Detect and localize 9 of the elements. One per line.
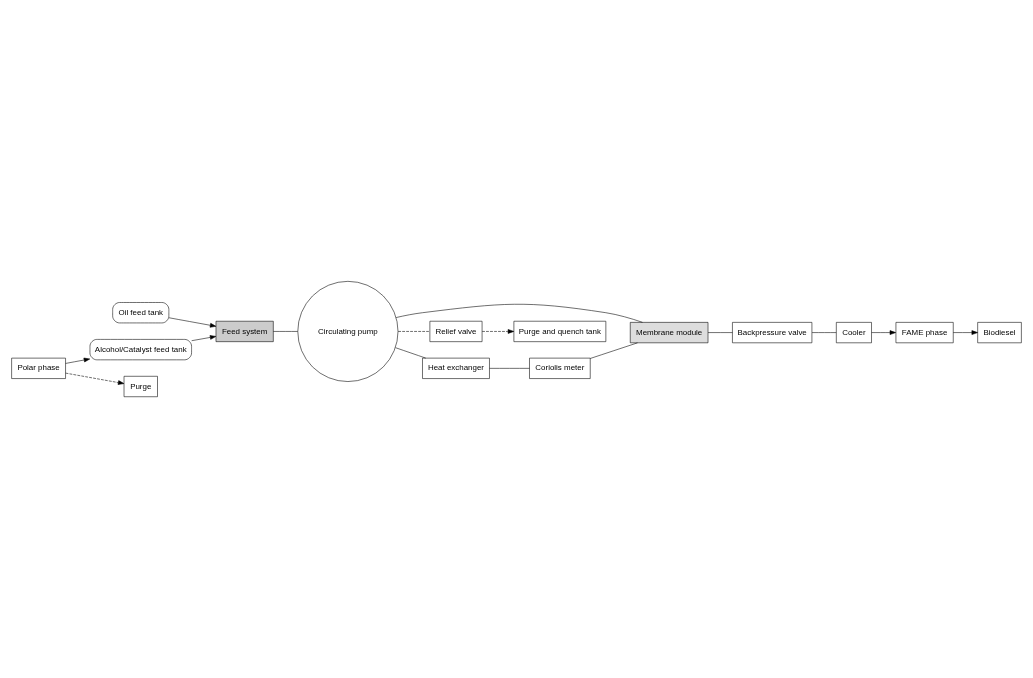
arrow — [481, 329, 515, 334]
arrow — [65, 357, 91, 364]
arrow — [953, 330, 978, 335]
arrow — [191, 335, 217, 341]
arrow — [65, 372, 125, 385]
arrow — [168, 317, 217, 328]
arrow — [871, 330, 896, 335]
connector — [273, 331, 298, 332]
connector — [395, 304, 643, 323]
